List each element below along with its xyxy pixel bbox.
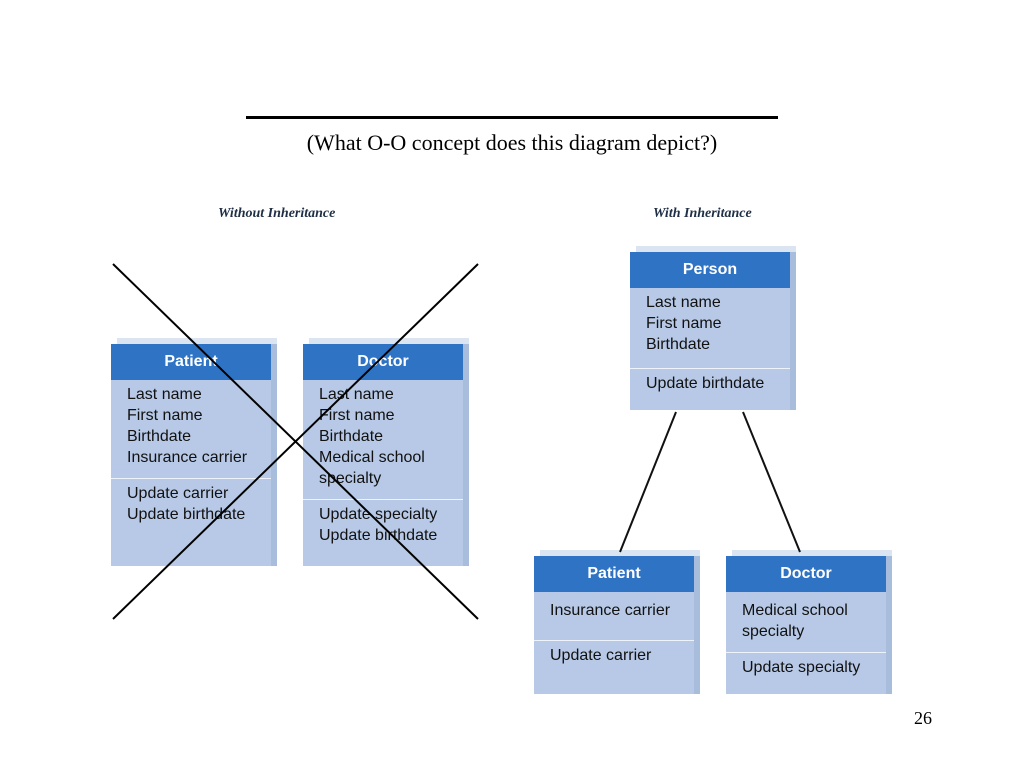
class-name: Doctor [726, 556, 886, 592]
inheritance-connector-patient [619, 411, 677, 553]
attribute-item: Insurance carrier [550, 602, 671, 619]
operation-item: Update carrier [127, 485, 229, 502]
attribute-item: First name [127, 407, 203, 424]
class-attributes: Insurance carrier [534, 592, 694, 640]
operation-item: Update birthdate [646, 375, 765, 392]
attribute-item: Last name [646, 294, 721, 311]
attribute-item: First name [319, 407, 395, 424]
attribute-item: specialty [742, 623, 805, 640]
answer-blank-line [246, 116, 778, 119]
doctor-subclass: Doctor Medical school specialty Update s… [726, 556, 892, 694]
class-attributes: Last name First name Birthdate Insurance… [111, 380, 271, 478]
patient-subclass: Patient Insurance carrier Update carrier [534, 556, 700, 694]
operation-item: Update birthdate [127, 506, 246, 523]
attribute-item: Birthdate [127, 428, 192, 445]
attribute-item: First name [646, 315, 722, 332]
without-inheritance-title: Without Inheritance [218, 206, 336, 221]
class-name: Doctor [303, 344, 463, 380]
attribute-item: Last name [319, 386, 394, 403]
doctor-class-without-inheritance: Doctor Last name First name Birthdate Me… [303, 344, 469, 566]
slide-question: (What O-O concept does this diagram depi… [306, 130, 718, 155]
attribute-item: specialty [319, 470, 382, 487]
class-name: Patient [534, 556, 694, 592]
attribute-item: Birthdate [319, 428, 384, 445]
class-operations: Update specialty Update birthdate [303, 499, 463, 550]
class-operations: Update carrier [534, 640, 694, 670]
operation-item: Update specialty [742, 659, 861, 676]
patient-class-without-inheritance: Patient Last name First name Birthdate I… [111, 344, 277, 566]
class-attributes: Last name First name Birthdate [630, 288, 790, 368]
page-number: 26 [914, 708, 932, 728]
class-name: Person [630, 252, 790, 288]
operation-item: Update specialty [319, 506, 438, 523]
class-attributes: Last name First name Birthdate Medical s… [303, 380, 463, 499]
class-name: Patient [111, 344, 271, 380]
attribute-item: Medical school [742, 602, 848, 619]
class-operations: Update carrier Update birthdate [111, 478, 271, 529]
operation-item: Update carrier [550, 647, 652, 664]
class-attributes: Medical school specialty [726, 592, 886, 652]
class-operations: Update specialty [726, 652, 886, 682]
attribute-item: Medical school [319, 449, 425, 466]
class-operations: Update birthdate [630, 368, 790, 398]
with-inheritance-title: With Inheritance [653, 206, 752, 221]
person-superclass: Person Last name First name Birthdate Up… [630, 252, 796, 410]
attribute-item: Birthdate [646, 336, 711, 353]
operation-item: Update birthdate [319, 527, 438, 544]
attribute-item: Last name [127, 386, 202, 403]
inheritance-connector-doctor [742, 411, 801, 553]
attribute-item: Insurance carrier [127, 449, 248, 466]
